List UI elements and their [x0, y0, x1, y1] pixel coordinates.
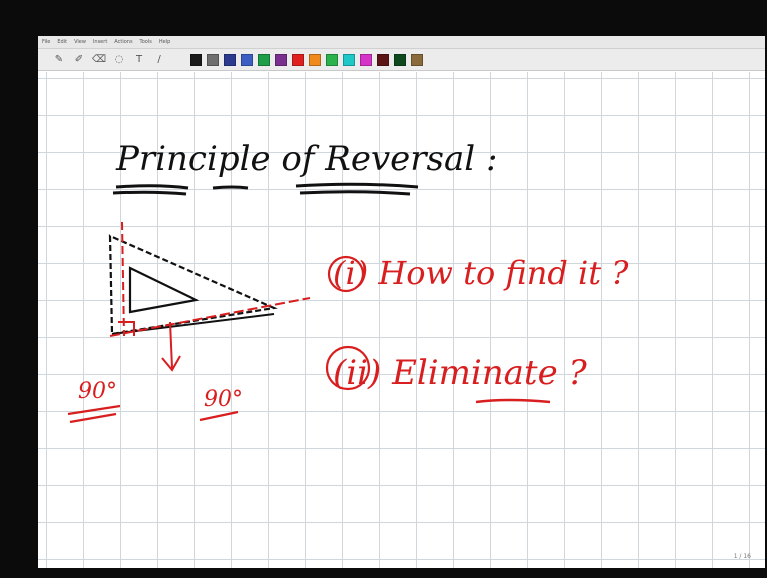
- red-down-arrow: [161, 321, 181, 372]
- menu-bar: File Edit View Insert Actions Tools Help: [38, 36, 765, 49]
- lasso-icon[interactable]: ◌: [114, 54, 124, 65]
- angle-underline: [199, 410, 239, 422]
- point-two-circle: [325, 345, 371, 391]
- color-swatch[interactable]: [190, 53, 202, 66]
- whiteboard-app-window: File Edit View Insert Actions Tools Help ✎ ✐ ⌫ ◌ T…: [38, 36, 765, 568]
- set-square-inner: [128, 266, 200, 314]
- color-swatch[interactable]: [309, 53, 321, 66]
- red-vertical-line: [121, 221, 125, 337]
- menu-item-help[interactable]: Help: [158, 39, 171, 45]
- menu-item-insert[interactable]: Insert: [92, 39, 108, 45]
- red-right-angle-mark: [118, 321, 135, 336]
- color-swatch[interactable]: [343, 53, 355, 66]
- pen-icon[interactable]: ✎: [54, 54, 64, 65]
- handwritten-ink: Principle of Reversal : (i) How to find …: [67, 139, 629, 424]
- menu-item-view[interactable]: View: [74, 39, 86, 45]
- tool-group: ✎ ✐ ⌫ ◌ T /: [50, 52, 170, 68]
- title-underline: [295, 182, 419, 189]
- color-swatch[interactable]: [377, 53, 389, 66]
- menu-item-file[interactable]: File: [42, 39, 51, 45]
- text-tool-icon[interactable]: T: [135, 54, 143, 65]
- angle-underline: [69, 412, 117, 424]
- angle-underline: [67, 404, 121, 416]
- menu-item-actions[interactable]: Actions: [114, 39, 133, 45]
- angle-label-left: 90°: [78, 379, 117, 404]
- red-base-line: [109, 297, 311, 337]
- angle-label-right: 90°: [204, 387, 243, 412]
- drawing-canvas[interactable]: Principle of Reversal : (i) How to find …: [38, 72, 765, 568]
- title-underline: [212, 185, 249, 190]
- color-swatch[interactable]: [241, 53, 253, 66]
- set-square-outline: [108, 234, 278, 336]
- point-one-text: (i) How to find it ?: [333, 254, 629, 292]
- notes-title: Principle of Reversal :: [115, 139, 497, 179]
- title-underline: [299, 190, 411, 196]
- title-underline: [112, 190, 187, 196]
- color-swatch[interactable]: [326, 53, 338, 66]
- page-indicator: 1 / 16: [733, 553, 751, 560]
- eliminate-underline: [475, 398, 551, 404]
- point-one-circle: [327, 255, 365, 293]
- point-two-text: (ii) Eliminate ?: [333, 353, 588, 393]
- color-swatch[interactable]: [394, 53, 406, 66]
- color-swatch[interactable]: [411, 53, 423, 66]
- line-tool-icon[interactable]: /: [157, 54, 161, 65]
- color-swatch[interactable]: [207, 53, 219, 66]
- toolbar: ✎ ✐ ⌫ ◌ T /: [38, 49, 765, 71]
- color-swatch[interactable]: [292, 53, 304, 66]
- color-swatch[interactable]: [275, 53, 287, 66]
- set-square-base: [111, 313, 275, 335]
- title-underline: [115, 184, 189, 190]
- eraser-icon[interactable]: ⌫: [91, 54, 107, 65]
- color-swatch[interactable]: [258, 53, 270, 66]
- highlighter-icon[interactable]: ✐: [74, 54, 84, 65]
- color-swatch[interactable]: [360, 53, 372, 66]
- menu-item-tools[interactable]: Tools: [139, 39, 152, 45]
- menu-item-edit[interactable]: Edit: [57, 39, 68, 45]
- color-palette: [190, 53, 428, 66]
- color-swatch[interactable]: [224, 53, 236, 66]
